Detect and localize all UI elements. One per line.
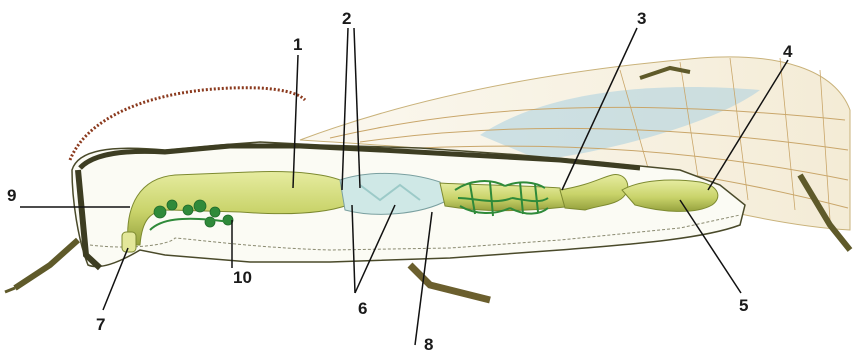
label-6: 6	[358, 299, 367, 318]
label-3: 3	[637, 9, 646, 28]
label-8: 8	[424, 335, 433, 353]
label-2: 2	[342, 9, 351, 28]
label-5: 5	[739, 296, 748, 315]
label-10: 10	[233, 268, 252, 287]
label-7: 7	[96, 315, 105, 334]
label-9: 9	[7, 186, 16, 205]
label-4: 4	[783, 42, 793, 61]
label-1: 1	[293, 35, 302, 54]
mouth-part	[122, 232, 136, 252]
